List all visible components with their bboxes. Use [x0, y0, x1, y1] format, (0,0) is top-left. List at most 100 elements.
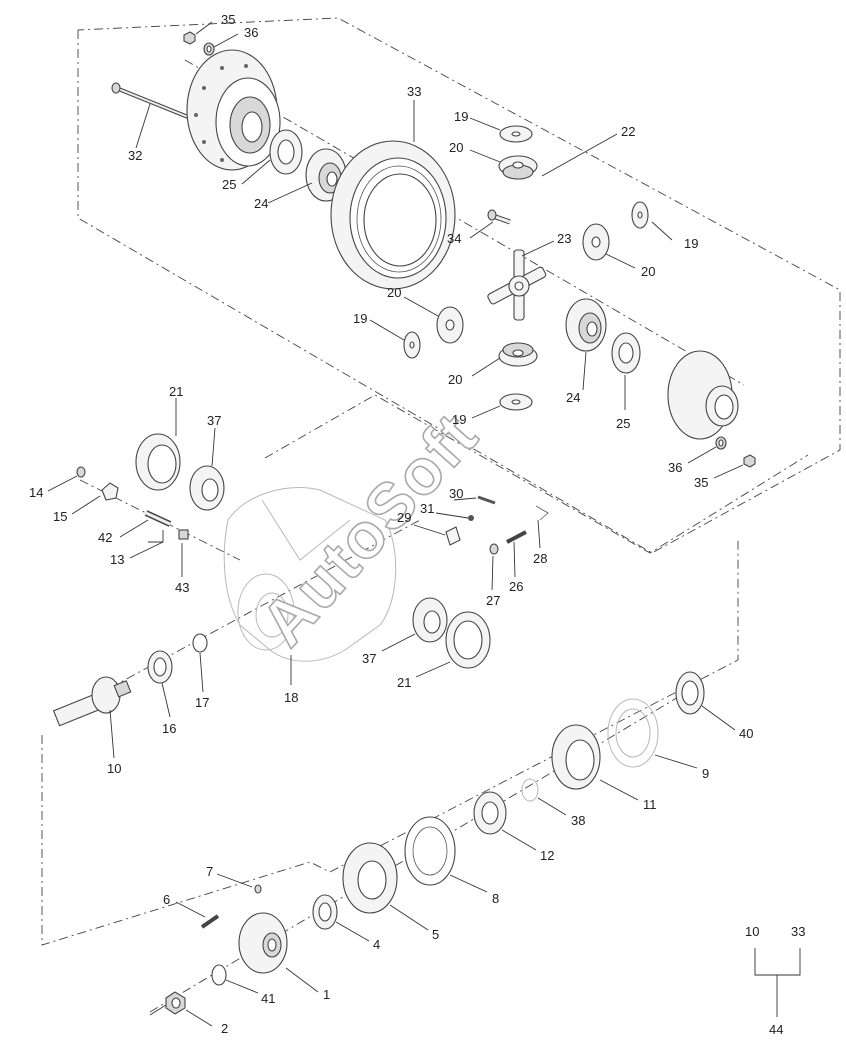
callout-19: 19: [454, 109, 468, 124]
callout-16: 16: [162, 721, 176, 736]
axle-housing-18: [223, 487, 397, 662]
callout-11: 11: [643, 797, 657, 812]
bolt-32: [111, 82, 189, 119]
callout-31: 31: [420, 501, 434, 516]
differential-group-boundary: [77, 17, 841, 554]
callout-19: 19: [452, 412, 466, 427]
differential-case-half-right: [667, 350, 739, 440]
callout-24: 24: [566, 390, 580, 405]
stud-42: [144, 510, 172, 527]
callout-20: 20: [387, 285, 401, 300]
thrust-washer-25-top: [269, 129, 303, 175]
callout-42: 42: [98, 530, 112, 545]
thrust-washer-25-right: [611, 332, 641, 374]
pinion-gear-20-left: [436, 306, 464, 344]
assembly-note: 10 33 44: [745, 924, 805, 1037]
callout-5: 5: [432, 927, 439, 942]
nut-27: [489, 543, 499, 555]
callout-35: 35: [694, 475, 708, 490]
callout-12: 12: [540, 848, 554, 863]
leader-lines: [47, 21, 744, 1027]
shim-38: [521, 778, 539, 802]
seal-4: [312, 894, 338, 930]
side-gear-24-right: [565, 298, 607, 352]
seal-40: [675, 671, 705, 715]
pinion-gear-20-right: [582, 223, 610, 261]
callout-9: 9: [702, 766, 709, 781]
callout-18: 18: [284, 690, 298, 705]
callout-37: 37: [207, 413, 221, 428]
bearing-12: [473, 791, 507, 835]
pinion-gear-20-bottom: [498, 342, 538, 367]
bearing-16: [147, 650, 173, 684]
breather-28: [535, 505, 549, 521]
bolt-31: [468, 515, 474, 521]
pinion-gear-20-top: [498, 155, 538, 180]
callout-36: 36: [668, 460, 682, 475]
callout-20: 20: [641, 264, 655, 279]
callout-10: 10: [107, 761, 121, 776]
bearing-cup-21-bottom: [445, 611, 491, 669]
callout-27: 27: [486, 593, 500, 608]
callout-4: 4: [373, 937, 380, 952]
drive-pinion-10: [52, 676, 132, 727]
bearing-cone-37-bottom: [412, 597, 448, 643]
callout-labels: 35 36 32 25 24 33 19 20 22 34 23 19 20 2…: [29, 12, 753, 1036]
assembly-note-part-10: 10: [745, 924, 759, 939]
callout-8: 8: [492, 891, 499, 906]
flange-1: [238, 912, 288, 974]
axis-line-top: [184, 59, 745, 386]
gasket-8: [404, 816, 456, 886]
callout-14: 14: [29, 485, 43, 500]
cover-5: [342, 842, 398, 914]
bolt-26: [506, 530, 527, 544]
washer-19-right: [631, 201, 649, 229]
washer-19-left: [403, 331, 421, 359]
axis-line-pinion: [59, 519, 421, 716]
callout-33: 33: [407, 84, 421, 99]
spider-cross-23: [487, 249, 547, 321]
callout-25: 25: [222, 177, 236, 192]
nut-14: [76, 466, 86, 478]
callout-19: 19: [684, 236, 698, 251]
pinion-group-boundary: [41, 540, 739, 946]
callout-34: 34: [447, 231, 461, 246]
washer-36-bottom: [715, 436, 727, 450]
callout-30: 30: [449, 486, 463, 501]
bolt-6: [200, 914, 220, 929]
callout-6: 6: [163, 892, 170, 907]
callout-21: 21: [397, 675, 411, 690]
bearing-cup-21-top: [135, 433, 181, 491]
callout-19: 19: [353, 311, 367, 326]
nut-2: [165, 991, 186, 1015]
callout-23: 23: [557, 231, 571, 246]
callout-2: 2: [221, 1021, 228, 1036]
callout-43: 43: [175, 580, 189, 595]
nut-35-top: [183, 31, 196, 45]
callout-20: 20: [449, 140, 463, 155]
callout-35: 35: [221, 12, 235, 27]
callout-37: 37: [362, 651, 376, 666]
callout-20: 20: [448, 372, 462, 387]
bracket-29: [445, 526, 461, 546]
callout-1: 1: [323, 987, 330, 1002]
callout-26: 26: [509, 579, 523, 594]
plug-30: [477, 495, 496, 505]
callout-40: 40: [739, 726, 753, 741]
nut-43: [178, 529, 189, 540]
assembly-note-part-44: 44: [769, 1022, 783, 1037]
washer-19-bottom: [499, 393, 533, 411]
callout-13: 13: [110, 552, 124, 567]
callout-17: 17: [195, 695, 209, 710]
bearing-cage-11: [551, 724, 601, 790]
pin-7: [254, 884, 262, 894]
callout-22: 22: [621, 124, 635, 139]
callout-32: 32: [128, 148, 142, 163]
callout-7: 7: [206, 864, 213, 879]
washer-19-top: [499, 125, 533, 143]
washer-36-top: [203, 42, 215, 56]
callout-28: 28: [533, 551, 547, 566]
callout-15: 15: [53, 509, 67, 524]
